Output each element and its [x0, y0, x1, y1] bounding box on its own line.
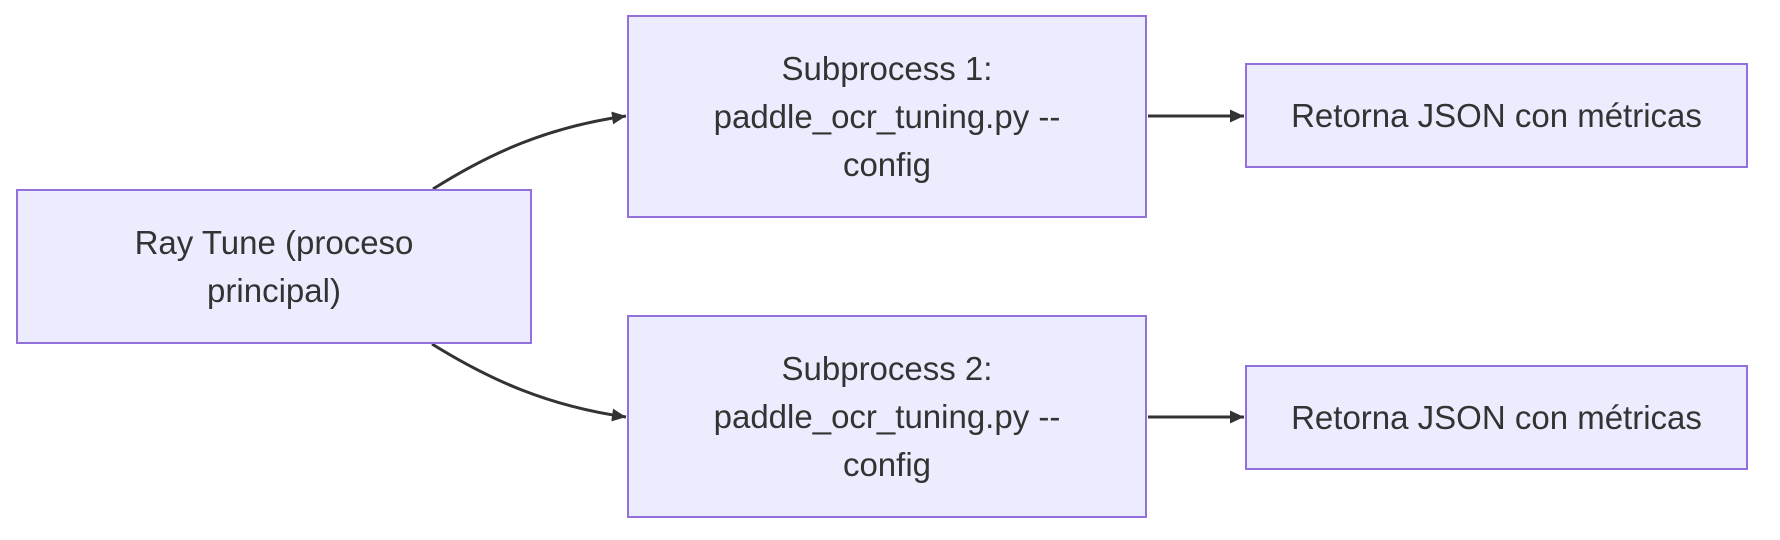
node-ray-tune: Ray Tune (proceso principal): [16, 189, 532, 344]
edge-raytune-to-subprocess2: [431, 342, 627, 422]
node-result-json-2: Retorna JSON con métricas: [1245, 365, 1748, 470]
node-ray-tune-label: Ray Tune (proceso principal): [134, 223, 414, 309]
node-subprocess-1: Subprocess 1: paddle_ocr_tuning.py -- co…: [627, 15, 1147, 218]
node-subprocess-2: Subprocess 2: paddle_ocr_tuning.py -- co…: [627, 315, 1147, 518]
node-result-json-2-label: Retorna JSON con métricas: [1291, 398, 1702, 436]
node-subprocess-2-label: Subprocess 2: paddle_ocr_tuning.py -- co…: [713, 349, 1061, 483]
node-subprocess-1-label: Subprocess 1: paddle_ocr_tuning.py -- co…: [713, 49, 1061, 183]
node-result-json-1: Retorna JSON con métricas: [1245, 63, 1748, 168]
node-result-json-1-label: Retorna JSON con métricas: [1291, 96, 1702, 134]
edge-raytune-to-subprocess1: [432, 111, 627, 191]
